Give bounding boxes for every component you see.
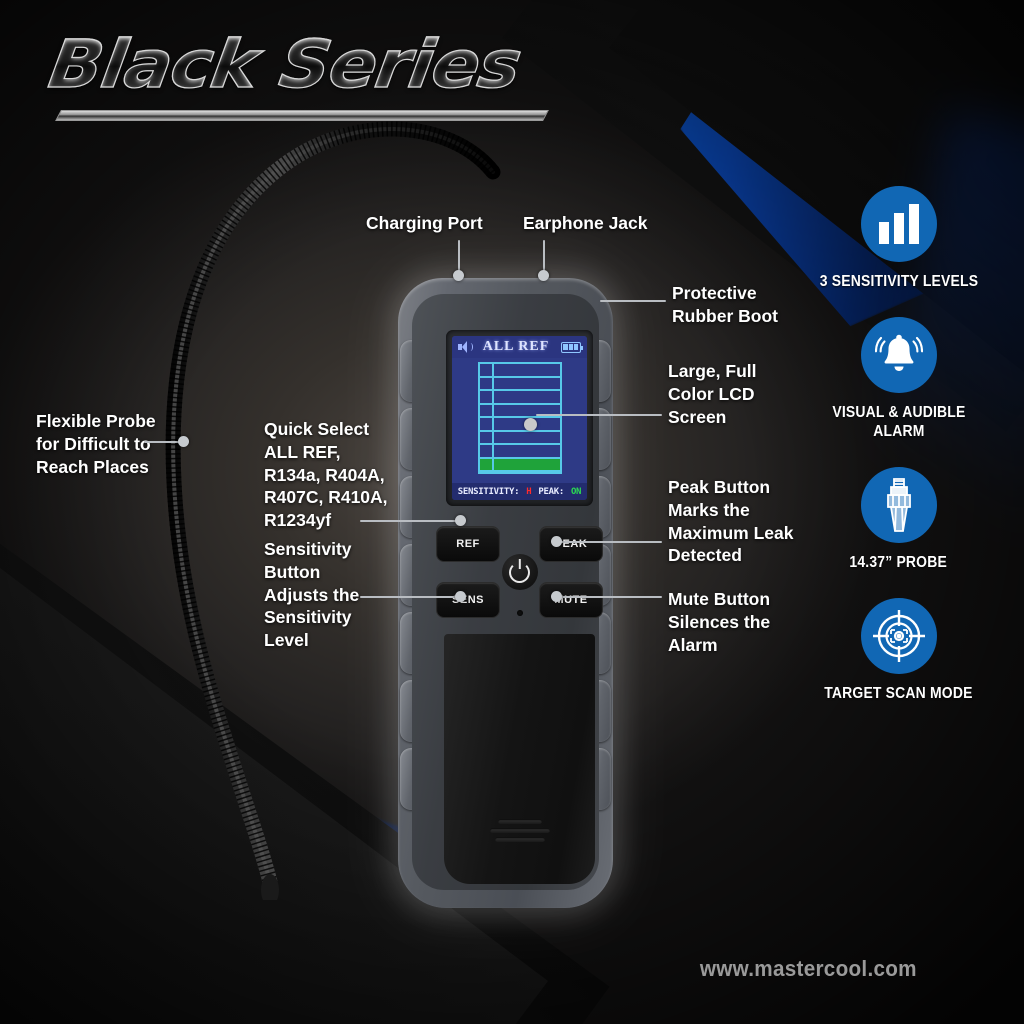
leader-dot-sensitivity-button bbox=[455, 591, 466, 602]
callout-charging-port: Charging Port bbox=[366, 213, 483, 233]
leader-dot-mute-button bbox=[551, 591, 562, 602]
probe-tip-icon bbox=[886, 477, 911, 532]
leader-lcd-screen bbox=[536, 414, 662, 416]
website-url: www.mastercool.com bbox=[700, 956, 918, 981]
feature-icon-circle bbox=[860, 466, 937, 543]
feature-label: TARGET SCAN MODE bbox=[824, 685, 973, 703]
status-led bbox=[516, 610, 523, 616]
feature-list: 3 SENSITIVITY LEVELS VISUAL & AUDIBLE AL… bbox=[791, 186, 1006, 703]
leader-quick-select bbox=[360, 520, 460, 522]
flexible-probe-graphic bbox=[165, 121, 501, 900]
bell-icon bbox=[874, 334, 923, 372]
lcd-mode-title: ALL REF bbox=[482, 339, 550, 354]
speaker-grille bbox=[489, 819, 550, 842]
leader-mute-button bbox=[556, 596, 662, 598]
callout-earphone-jack: Earphone Jack bbox=[523, 213, 648, 233]
callout-protective-boot: Protective Rubber Boot bbox=[672, 283, 778, 326]
leader-flexible-probe bbox=[144, 441, 184, 443]
callout-quick-select: Quick Select ALL REF, R134a, R404A, R407… bbox=[264, 419, 388, 530]
bar-chart-icon bbox=[878, 204, 919, 244]
lcd-peak-label: PEAK: bbox=[538, 486, 564, 497]
sens-button[interactable]: SENS bbox=[436, 582, 500, 618]
leader-earphone-jack bbox=[543, 240, 545, 274]
callout-sensitivity-button: Sensitivity Button Adjusts the Sensitivi… bbox=[264, 539, 360, 650]
feature-icon-circle bbox=[860, 598, 937, 675]
leader-sensitivity-button bbox=[360, 596, 460, 598]
callout-flexible-probe: Flexible Probe for Difficult to Reach Pl… bbox=[36, 411, 156, 477]
lcd-status-bar-top: ALL REF bbox=[452, 336, 587, 358]
callout-peak-button: Peak Button Marks the Maximum Leak Detec… bbox=[668, 477, 794, 566]
feature-probe-length: 14.37” PROBE bbox=[791, 466, 1006, 572]
feature-icon-circle bbox=[860, 317, 937, 394]
protective-rubber-boot: ALL REF bbox=[398, 278, 613, 908]
feature-visual-audible-alarm: VISUAL & AUDIBLE ALARM bbox=[791, 317, 1006, 441]
device-lower-body bbox=[444, 634, 595, 884]
feature-label: VISUAL & AUDIBLE ALARM bbox=[831, 404, 966, 440]
callout-lcd-screen: Large, Full Color LCD Screen bbox=[668, 361, 757, 427]
brand-logo-text: Black Series bbox=[43, 25, 596, 103]
leader-dot-peak-button bbox=[551, 536, 562, 547]
battery-icon bbox=[560, 341, 583, 353]
device-keypad: REF PEAK SENS MUTE bbox=[436, 526, 603, 618]
lcd-peak-value: ON bbox=[570, 486, 582, 497]
feature-sensitivity-levels: 3 SENSITIVITY LEVELS bbox=[791, 186, 1006, 291]
feature-target-scan-mode: TARGET SCAN MODE bbox=[791, 598, 1006, 703]
lcd-status-bar-bottom: SENSITIVITY: H PEAK: ON bbox=[452, 483, 587, 500]
feature-label: 3 SENSITIVITY LEVELS bbox=[819, 273, 978, 290]
feature-icon-circle bbox=[860, 186, 937, 262]
power-button[interactable] bbox=[501, 554, 538, 590]
callout-mute-button: Mute Button Silences the Alarm bbox=[668, 589, 771, 655]
lcd-callout-dot bbox=[524, 418, 537, 431]
lcd-screen: ALL REF bbox=[452, 336, 587, 500]
lcd-sensitivity-value: H bbox=[526, 486, 532, 497]
leader-charging-port bbox=[458, 240, 460, 274]
device-front-face: ALL REF bbox=[412, 294, 603, 890]
ref-button[interactable]: REF bbox=[436, 526, 500, 562]
leak-detector-device: ALL REF bbox=[398, 278, 613, 908]
crosshair-icon bbox=[872, 610, 925, 663]
lcd-level-grid bbox=[478, 362, 562, 474]
leader-protective-boot bbox=[600, 300, 666, 302]
leader-dot-flexible-probe bbox=[178, 436, 189, 447]
lcd-bezel: ALL REF bbox=[446, 330, 593, 506]
feature-label: 14.37” PROBE bbox=[849, 553, 948, 571]
leader-dot-charging-port bbox=[453, 270, 464, 281]
lcd-sensitivity-label: SENSITIVITY: bbox=[457, 486, 520, 497]
leader-dot-quick-select bbox=[455, 515, 466, 526]
mute-button[interactable]: MUTE bbox=[539, 582, 603, 618]
power-icon bbox=[509, 561, 530, 583]
peak-button[interactable]: PEAK bbox=[539, 526, 603, 562]
speaker-icon bbox=[458, 341, 473, 353]
leader-dot-earphone-jack bbox=[538, 270, 549, 281]
leader-peak-button bbox=[556, 541, 662, 543]
